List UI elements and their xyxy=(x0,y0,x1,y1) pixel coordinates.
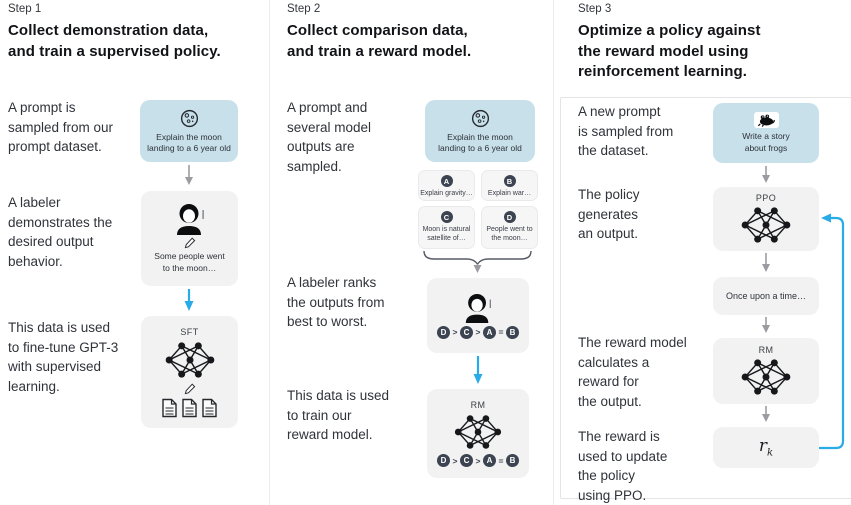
step2-paragraph-train: This data is used to train our reward mo… xyxy=(287,388,390,443)
step1-demonstration-text: Some people went to the moon… xyxy=(154,251,225,273)
step3-paragraph-update: The reward is used to update the policy … xyxy=(578,429,668,503)
rank-letter-badge: B xyxy=(505,325,519,339)
rank-letter-badge: C xyxy=(460,454,474,467)
step1-paragraph-labeler: A labeler demonstrates the desired outpu… xyxy=(8,195,113,269)
column-divider xyxy=(269,0,270,505)
ranking-row: D > C > A = B xyxy=(437,325,519,339)
rank-letter-badge: B xyxy=(505,454,519,467)
labeler-icon xyxy=(461,293,495,323)
output-option-a: A Explain gravity… xyxy=(418,170,475,201)
step3-paragraph-policy: The policy generates an output. xyxy=(578,187,640,242)
step3-paragraph-reward-model: The reward model calculates a reward for… xyxy=(578,335,687,409)
labeler-icon xyxy=(172,203,208,236)
option-letter-badge: C xyxy=(440,211,453,223)
rank-separator: = xyxy=(498,455,504,466)
reward-value: rk xyxy=(759,436,773,458)
rank-letter-badge: A xyxy=(482,454,496,467)
step1-prompt-text: Explain the moon landing to a 6 year old xyxy=(147,131,231,153)
step2-paragraph-ranks: A labeler ranks the outputs from best to… xyxy=(287,275,385,330)
step3-label: Step 3 xyxy=(578,3,612,15)
step1-sft-box: SFT xyxy=(141,316,238,428)
option-caption: People went to the moon… xyxy=(486,226,533,243)
step3-rm-box: RM xyxy=(713,338,819,404)
rank-separator: = xyxy=(498,327,504,337)
column-divider xyxy=(553,0,554,505)
option-letter-badge: D xyxy=(503,211,516,223)
network-icon xyxy=(738,357,794,397)
rank-letter-badge: D xyxy=(437,454,451,467)
rank-letter-badge: D xyxy=(437,325,451,339)
rank-separator: > xyxy=(475,327,481,337)
rank-letter-badge: C xyxy=(460,325,474,339)
ranking-row: D > C > A = B xyxy=(437,454,519,467)
step2-prompt-box: Explain the moon landing to a 6 year old xyxy=(425,100,535,162)
rank-separator: > xyxy=(475,455,481,466)
ppo-label: PPO xyxy=(755,193,777,203)
step3-prompt-text: Write a story about frogs xyxy=(742,131,790,153)
step3-reward-box: rk xyxy=(713,427,819,468)
reward-symbol: r xyxy=(758,436,768,457)
step2-prompt-text: Explain the moon landing to a 6 year old xyxy=(438,131,522,153)
network-icon xyxy=(738,205,794,245)
step1-title: Collect demonstration data, and train a … xyxy=(8,22,221,60)
moon-icon xyxy=(179,108,200,129)
step1-paragraph-prompt: A prompt is sampled from our prompt data… xyxy=(8,100,114,155)
step3-output-text: Once upon a time… xyxy=(725,290,807,301)
network-icon xyxy=(452,413,504,451)
step1-paragraph-finetune: This data is used to fine-tune GPT-3 wit… xyxy=(8,320,119,394)
pencil-icon xyxy=(184,237,196,249)
rank-separator: > xyxy=(452,327,458,337)
merge-brace xyxy=(423,250,532,266)
option-caption: Explain gravity… xyxy=(420,190,473,197)
reward-subscript: k xyxy=(767,447,774,459)
step3-prompt-box: Write a story about frogs xyxy=(713,103,819,163)
option-caption: Moon is natural satellite of… xyxy=(422,226,471,243)
step2-rm-box: RM D > C > A = B xyxy=(427,389,529,478)
moon-icon xyxy=(470,108,491,129)
rm-label: RM xyxy=(470,400,486,410)
step2-title: Collect comparison data, and train a rew… xyxy=(287,22,472,60)
option-letter-badge: B xyxy=(503,175,516,187)
output-option-c: C Moon is natural satellite of… xyxy=(418,206,475,249)
step3-title: Optimize a policy against the reward mod… xyxy=(578,22,761,81)
step3-ppo-box: PPO xyxy=(713,187,819,251)
step1-label: Step 1 xyxy=(8,3,42,15)
step3-frame xyxy=(560,97,851,499)
step3-output-box: Once upon a time… xyxy=(713,277,819,315)
output-option-d: D People went to the moon… xyxy=(481,206,538,249)
rm-label: RM xyxy=(758,345,774,355)
step3-paragraph-prompt: A new prompt is sampled from the dataset… xyxy=(578,104,674,159)
step2-paragraph-sampled: A prompt and several model outputs are s… xyxy=(287,100,372,174)
pencil-icon xyxy=(184,382,196,395)
documents-icon xyxy=(161,398,218,418)
step1-prompt-box: Explain the moon landing to a 6 year old xyxy=(140,100,238,162)
option-letter-badge: A xyxy=(440,175,453,187)
step2-label: Step 2 xyxy=(287,3,321,15)
step1-labeler-box: Some people went to the moon… xyxy=(141,191,238,286)
rank-separator: > xyxy=(452,455,458,466)
rank-letter-badge: A xyxy=(482,325,496,339)
output-option-b: B Explain war… xyxy=(481,170,538,201)
frog-icon xyxy=(753,112,779,129)
sft-label: SFT xyxy=(180,326,199,337)
step2-ranking-box: D > C > A = B xyxy=(427,278,529,353)
option-caption: Explain war… xyxy=(487,190,532,197)
network-icon xyxy=(163,340,217,380)
